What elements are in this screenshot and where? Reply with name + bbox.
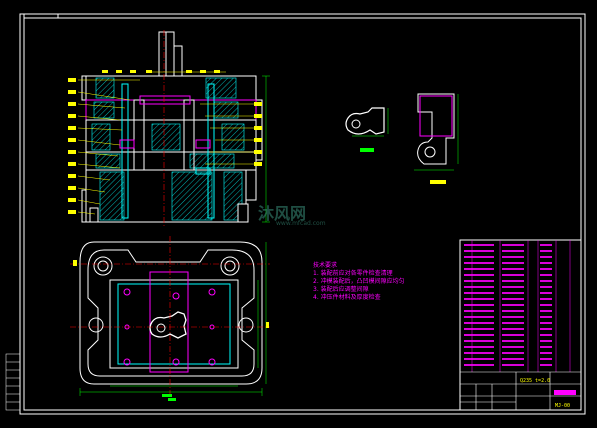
part-detail-b bbox=[414, 93, 459, 184]
side-stamp bbox=[5, 353, 21, 411]
plan-view bbox=[70, 236, 270, 401]
tech-note-item: 2. 冲模装配后，凸凹模间隙应均匀 bbox=[313, 278, 405, 285]
hatch-areas bbox=[91, 77, 245, 221]
tech-notes: 技术要求 1. 装配前应对各零件检查清理 2. 冲模装配后，凸凹模间隙应均匀 3… bbox=[313, 262, 405, 302]
title-block bbox=[459, 239, 582, 411]
plan-dimensions bbox=[79, 242, 267, 396]
tech-note-item: 1. 装配前应对各零件检查清理 bbox=[313, 270, 393, 277]
bom-rows bbox=[464, 244, 552, 366]
part-numbers-top bbox=[102, 70, 220, 73]
tech-note-item: 3. 装配后应调整间隙 bbox=[313, 286, 369, 293]
tech-notes-heading: 技术要求 bbox=[313, 262, 338, 269]
title-block-material: Q235 t=2.0 bbox=[520, 378, 551, 384]
title-block-code: MJ-00 bbox=[555, 403, 571, 409]
part-numbers-right bbox=[254, 102, 262, 166]
tech-note-item: 4. 冲压件材料及厚度检查 bbox=[313, 294, 381, 301]
guide-holes bbox=[88, 256, 254, 333]
section-dimension bbox=[262, 75, 270, 223]
section-view bbox=[68, 30, 270, 228]
watermark-url: www.mfcad.com bbox=[276, 220, 326, 227]
part-detail-a bbox=[345, 107, 389, 152]
watermark-brand: 沐风网 bbox=[258, 204, 307, 223]
leader-lines-left bbox=[77, 79, 140, 215]
part-numbers-left bbox=[68, 78, 76, 214]
drawing-frame bbox=[19, 13, 586, 415]
